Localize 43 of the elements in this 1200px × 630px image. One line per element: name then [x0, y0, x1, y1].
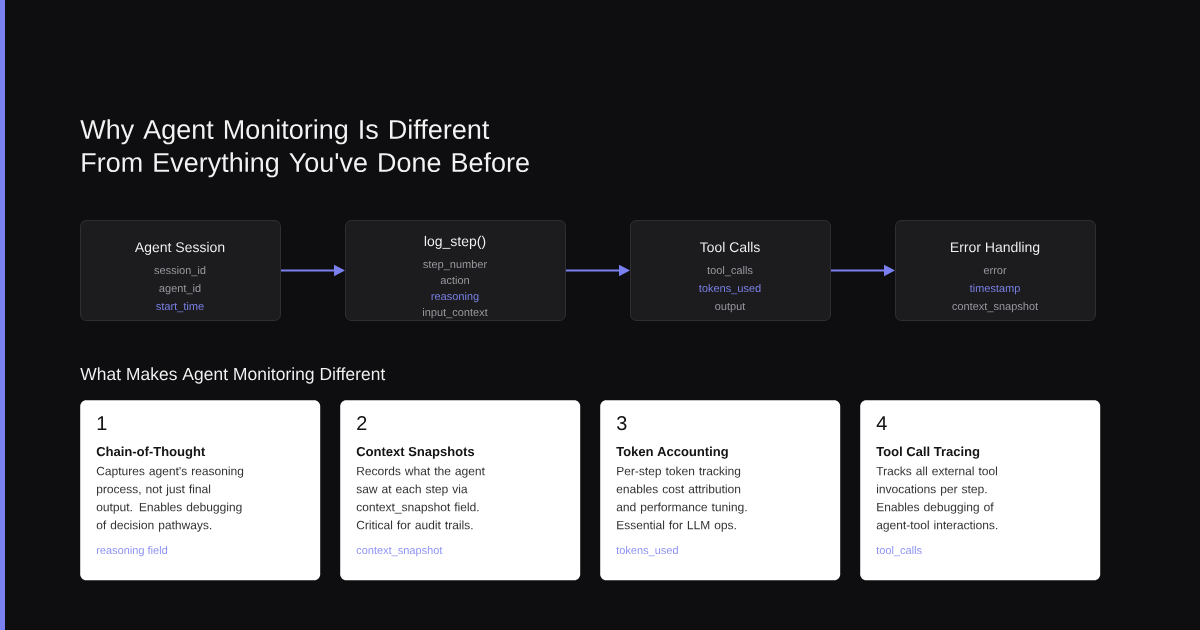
field-name: tokens_used: [616, 546, 678, 557]
card-text: Captures agent's reasoning process, not just final output. Enables debugging of decision pathways.: [96, 466, 244, 532]
card-heading: Chain-of-Thought: [96, 446, 206, 459]
process-box: [630, 220, 831, 321]
process-box: [345, 220, 566, 321]
title: Why Agent Monitoring Is Different From Everything You've Done Before: [80, 119, 529, 178]
process-box: [80, 220, 281, 321]
field-name: output: [715, 302, 746, 313]
card-number: 2: [357, 416, 367, 430]
field-name: input_context: [423, 308, 488, 319]
card-heading: Token Accounting: [616, 446, 728, 459]
field-name: context_snapshot: [952, 302, 1039, 313]
section-heading: What Makes Agent Monitoring Different: [80, 367, 386, 384]
field-name: error: [983, 268, 1007, 275]
card-number: 4: [876, 416, 887, 430]
field-name: session_id: [154, 266, 206, 277]
field-name: reasoning: [431, 292, 479, 303]
card-number: 3: [616, 416, 627, 431]
process-box: [895, 220, 1096, 321]
card: [80, 400, 321, 581]
box-heading: Error Handling: [951, 241, 1040, 255]
field-name: tool_calls: [707, 266, 753, 277]
box-heading: log_step(): [424, 235, 486, 249]
field-name: step_number: [423, 260, 487, 271]
card: [340, 400, 581, 581]
box-heading: Tool Calls: [700, 241, 760, 253]
field-name: start_time: [156, 302, 204, 313]
card-text: Per-step token tracking enables cost attribution and performance tuning. Essential for LLM ops.: [616, 466, 747, 532]
field-name: timestamp: [969, 284, 1020, 295]
field-name: reasoning field: [96, 546, 167, 557]
card-text: Tracks all external tool invocations per step. Enables debugging of agent-tool interactions.: [876, 466, 998, 532]
card-text: Records what the agent saw at each step via context_snapshot field. Critical for audit trails.: [356, 466, 485, 530]
field-name: action: [440, 276, 469, 285]
card: [600, 400, 841, 581]
card-heading: Tool Call Tracing: [876, 446, 980, 459]
field-name: agent_id: [159, 284, 201, 295]
card-number: 1: [97, 416, 107, 430]
field-name: tool_calls: [876, 546, 922, 557]
box-heading: Agent Session: [134, 241, 225, 255]
field-name: tokens_used: [699, 284, 761, 295]
card-heading: Context Snapshots: [356, 446, 475, 459]
field-name: context_snapshot: [356, 546, 443, 557]
card: [860, 400, 1101, 581]
